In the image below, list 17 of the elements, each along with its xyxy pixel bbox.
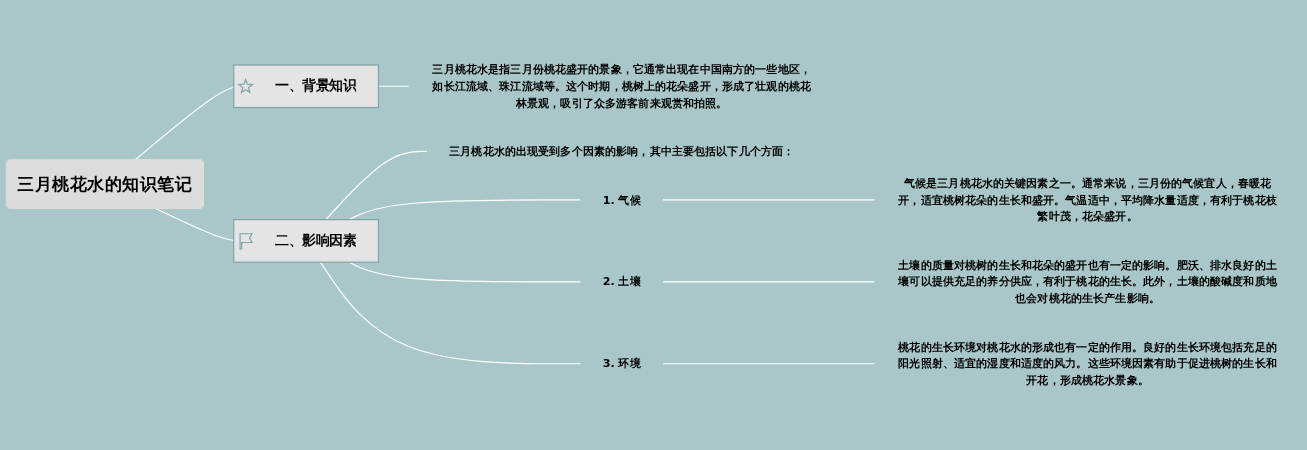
node-text: 土壤的质量对桃树的生长和花朵的盛开也有一定的影响。肥沃、排水良好的土壤可以提供充足的养分供应，有利于桃花的生长。此外，土壤的酸碱度和质地也会对桃花的生长产生影响。 <box>898 258 1277 305</box>
node-text: 1. 气候 <box>602 193 641 206</box>
connector <box>348 261 581 283</box>
node-text: 气候是三月桃花水的关键因素之一。通常来说，三月份的气候宜人，春暖花开，适宜桃树花朵的生长和盛开。气温适中，平均降水量适度，有利于桃花枝繁叶茂，花朵盛开。 <box>898 176 1277 223</box>
node-text: 3. 环境 <box>602 356 641 370</box>
connector <box>325 150 428 221</box>
node-text: 2. 土壤 <box>602 275 641 288</box>
node-text: 三月桃花水是指三月份桃花盛开的景象，它通常出现在中国南方的一些地区，如长江流域、珠江流域等。这个时期，桃树上的花朵盛开，形成了壮观的桃花林景观，吸引了众多游客前来观赏和拍照。 <box>432 62 811 109</box>
node-text: 三月桃花水的出现受到多个因素的影响，其中主要包括以下几个方面： <box>449 144 795 158</box>
connector <box>319 261 581 365</box>
connector <box>348 199 581 221</box>
connector <box>662 363 876 365</box>
connector <box>662 199 876 201</box>
node-box <box>233 64 380 109</box>
connector <box>662 281 876 283</box>
node-box <box>233 219 380 263</box>
node-text: 桃花的生长环境对桃花水的形成也有一定的作用。良好的生长环境包括充足的阳光照射、适宜的湿度和适度的风力。这些环境因素有助于促进桃树的生长和开花，形成桃花水景象。 <box>898 340 1277 387</box>
